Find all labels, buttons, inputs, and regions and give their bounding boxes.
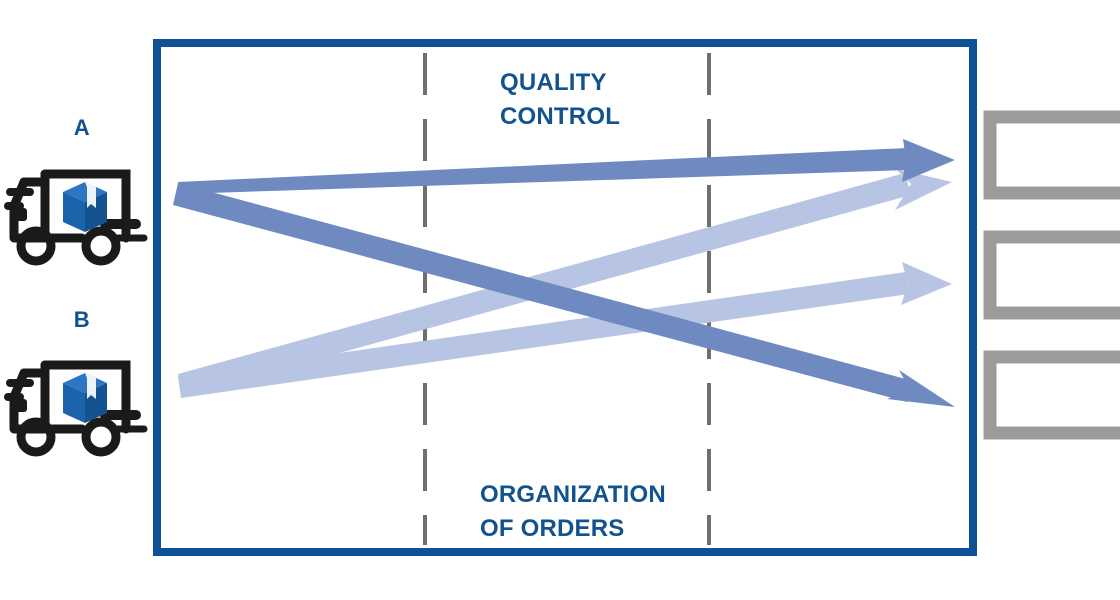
shelf-slot-1	[983, 110, 1120, 200]
quality-control-label: QUALITY CONTROL	[500, 69, 621, 131]
source-label-a: A	[73, 115, 91, 140]
flow-a-to-dest-3	[173, 183, 955, 407]
flow-arrows	[173, 139, 955, 407]
destination-shelves	[983, 110, 1120, 440]
organization-of-orders-label: ORGANIZATION OF ORDERS	[480, 481, 666, 543]
shelf-slot-2	[983, 230, 1120, 320]
truck-icon-a	[4, 169, 148, 266]
source-label-b: B	[73, 307, 91, 332]
flow-b-to-dest-2	[178, 262, 952, 398]
package-icon	[63, 182, 107, 232]
truck-icon-b	[4, 360, 148, 457]
flow-a-to-dest-1	[178, 139, 955, 194]
shelf-slot-3	[983, 350, 1120, 440]
package-icon	[63, 373, 107, 423]
